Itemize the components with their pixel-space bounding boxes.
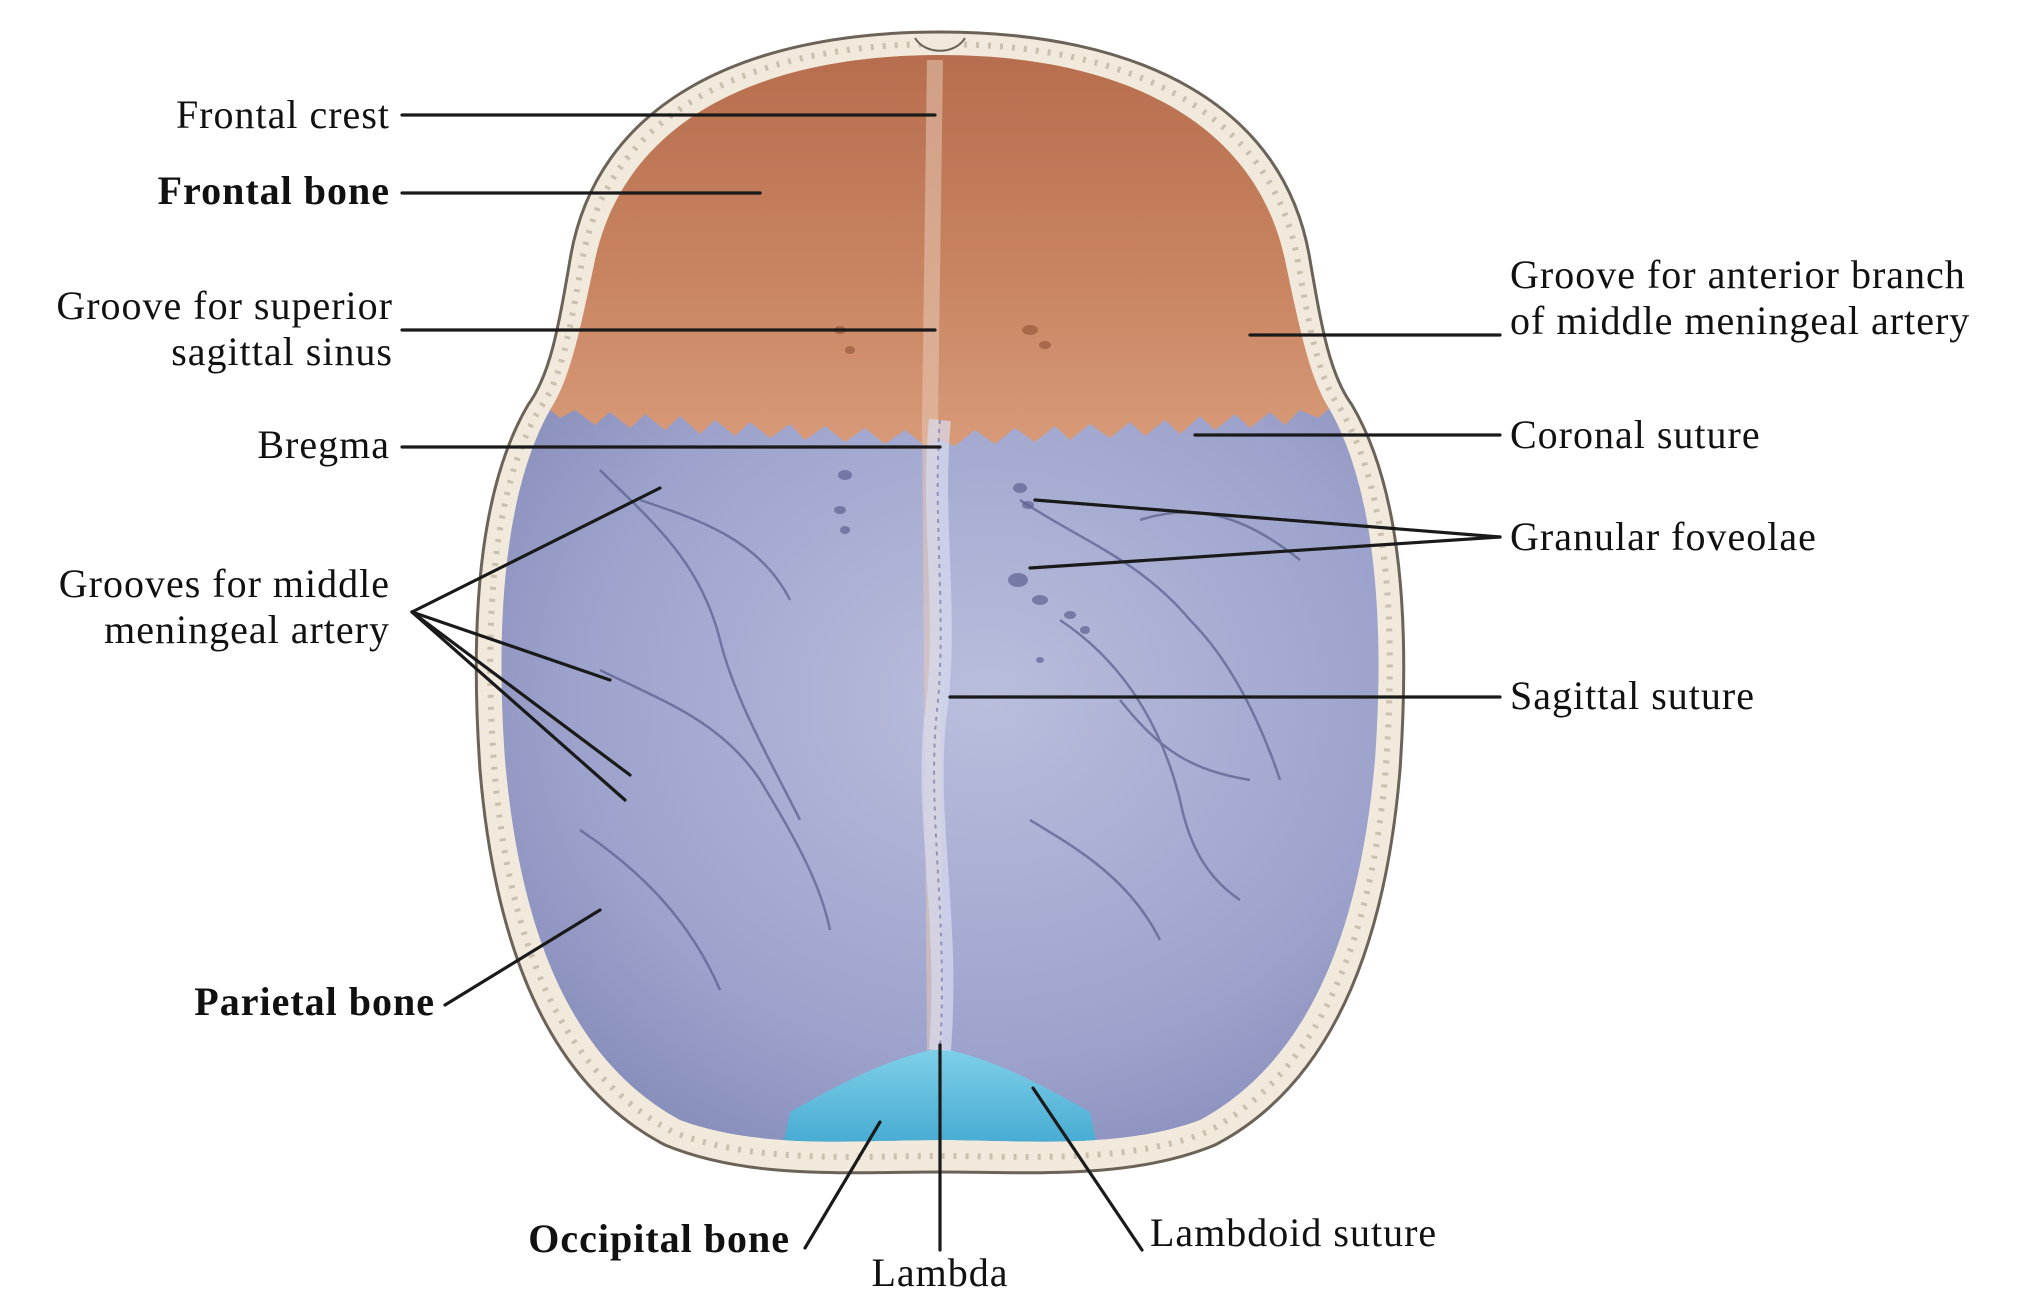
label-groove-anterior-line1: Groove for anterior branch bbox=[1510, 252, 2010, 298]
label-groove-superior-sagittal-sinus: Groove for superior sagittal sinus bbox=[0, 283, 393, 375]
label-grooves-mma-line1: Grooves for middle bbox=[0, 561, 390, 607]
label-sagittal-suture: Sagittal suture bbox=[1510, 673, 1990, 719]
label-groove-anterior-branch: Groove for anterior branch of middle men… bbox=[1510, 252, 2010, 344]
label-lambda: Lambda bbox=[840, 1250, 1040, 1296]
label-bregma: Bregma bbox=[60, 422, 390, 468]
label-granular-foveolae: Granular foveolae bbox=[1510, 514, 1990, 560]
label-groove-sss-line1: Groove for superior bbox=[0, 283, 393, 329]
label-grooves-mma-line2: meningeal artery bbox=[0, 607, 390, 653]
label-frontal-crest: Frontal crest bbox=[60, 92, 390, 138]
label-lambdoid-suture: Lambdoid suture bbox=[1150, 1210, 1550, 1256]
label-groove-sss-line2: sagittal sinus bbox=[0, 329, 393, 375]
label-coronal-suture: Coronal suture bbox=[1510, 412, 1990, 458]
label-frontal-bone: Frontal bone bbox=[60, 168, 390, 214]
label-grooves-middle-meningeal-artery: Grooves for middle meningeal artery bbox=[0, 561, 390, 653]
label-occipital-bone: Occipital bone bbox=[400, 1216, 790, 1262]
label-parietal-bone: Parietal bone bbox=[60, 979, 435, 1025]
label-groove-anterior-line2: of middle meningeal artery bbox=[1510, 298, 2010, 344]
